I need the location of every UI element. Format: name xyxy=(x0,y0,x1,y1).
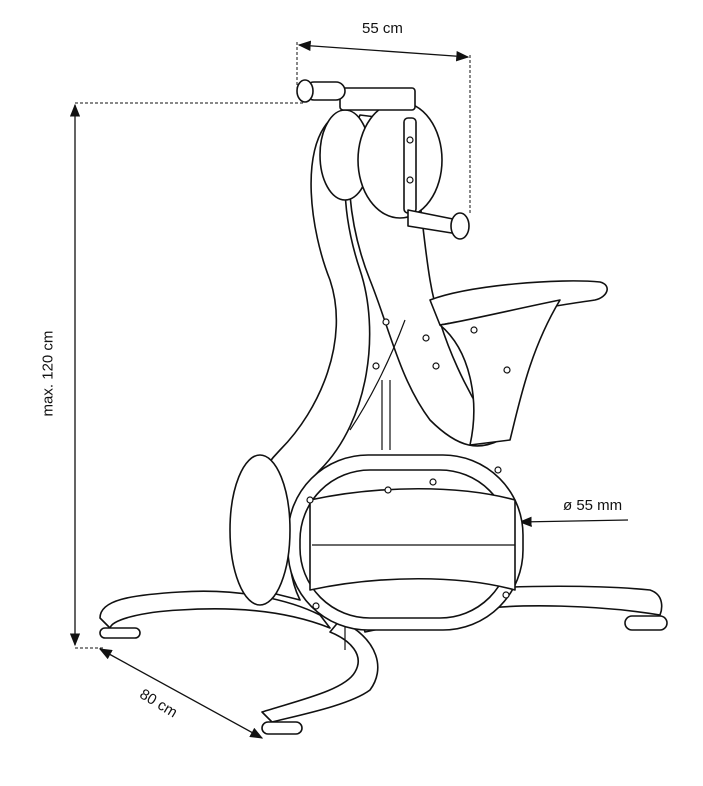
dimension-lines xyxy=(69,40,629,739)
flywheel xyxy=(357,101,443,219)
width-arrow xyxy=(297,40,470,62)
roller-diameter-label: ø 55 mm xyxy=(563,497,623,514)
crank-assembly xyxy=(296,79,470,240)
depth-arrow xyxy=(98,648,264,739)
seat xyxy=(429,280,608,446)
width-label: 55 cm xyxy=(362,20,403,37)
diameter-arrow xyxy=(518,516,629,527)
height-label: max. 120 cm xyxy=(39,330,57,417)
roller-housing xyxy=(229,454,524,631)
bolts xyxy=(306,136,511,610)
roller xyxy=(309,487,516,591)
